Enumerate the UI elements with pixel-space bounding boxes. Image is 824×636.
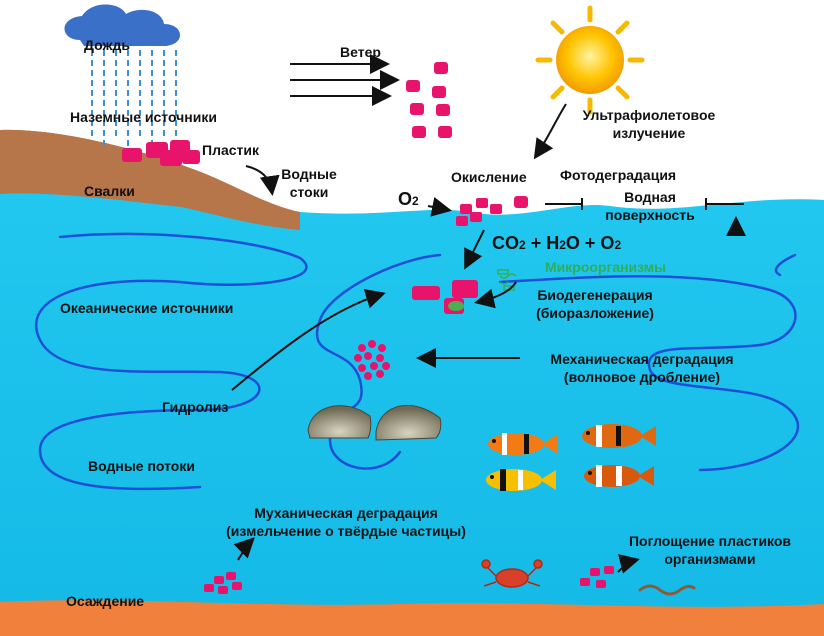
reaction-plus-1: +: [526, 233, 547, 253]
mech-degradation-line2: (волновое дробление): [530, 368, 754, 386]
water-currents-label: Водные потоки: [88, 457, 195, 475]
reaction-co-sub: 2: [519, 238, 526, 252]
uv-line1: Ультрафиолетовое: [572, 106, 726, 124]
water-runoff-label: Водные стоки: [272, 165, 346, 201]
microorganisms-label: Микроорганизмы: [545, 258, 666, 276]
sedimentation-label: Осаждение: [66, 592, 144, 610]
reaction-co: CO: [492, 233, 519, 253]
mech-grinding-line2: (измельчение о твёрдые частицы): [200, 522, 492, 540]
reaction-o: O: [600, 233, 614, 253]
uv-line2: излучение: [572, 124, 726, 142]
oxygen-label: O2: [398, 190, 419, 210]
water-surface-line1: Водная: [590, 188, 710, 206]
reaction-h-sub: 2: [559, 238, 566, 252]
landfills-label: Свалки: [84, 182, 135, 200]
water-runoff-line1: Водные: [272, 165, 346, 183]
reaction-o-water: O: [566, 233, 580, 253]
reaction-equation: CO2 + H2O + O2: [492, 234, 621, 254]
uv-radiation-label: Ультрафиолетовое излучение: [572, 106, 726, 142]
oxygen-subscript: 2: [412, 194, 419, 208]
mech-grinding-line1: Муханическая деградация: [200, 504, 492, 522]
reaction-o-sub: 2: [614, 238, 621, 252]
oxygen-symbol: O: [398, 189, 412, 209]
biodegeneration-line2: (биоразложение): [520, 304, 670, 322]
water-surface-line2: поверхность: [590, 206, 710, 224]
sun-icon: [538, 8, 642, 112]
wind-label: Ветер: [340, 43, 381, 61]
absorption-line2: организмами: [610, 550, 810, 568]
rain-streaks: [92, 50, 176, 150]
rain-label: Дождь: [84, 36, 130, 54]
biodegeneration-line1: Биодегенерация: [520, 286, 670, 304]
reaction-h: H: [546, 233, 559, 253]
mech-degradation-line1: Механическая деградация: [530, 350, 754, 368]
biodegeneration-label: Биодегенерация (биоразложение): [520, 286, 670, 322]
microbe-in-plastic: [448, 301, 464, 311]
hydrolysis-label: Гидролиз: [162, 398, 228, 416]
plastic-label: Пластик: [202, 141, 259, 159]
water-runoff-line2: стоки: [272, 183, 346, 201]
land-sources-label: Наземные источники: [70, 108, 217, 126]
reaction-plus-2: +: [580, 233, 601, 253]
mech-degradation-label: Механическая деградация (волновое дробле…: [530, 350, 754, 386]
photodegradation-label: Фотодеградация: [560, 166, 676, 184]
oxidation-label: Окисление: [451, 168, 527, 186]
absorption-label: Поглощение пластиков организмами: [610, 532, 810, 568]
absorption-line1: Поглощение пластиков: [610, 532, 810, 550]
mech-grinding-label: Муханическая деградация (измельчение о т…: [200, 504, 492, 540]
ocean-sources-label: Океанические источники: [60, 299, 233, 317]
water-surface-label: Водная поверхность: [590, 188, 710, 224]
